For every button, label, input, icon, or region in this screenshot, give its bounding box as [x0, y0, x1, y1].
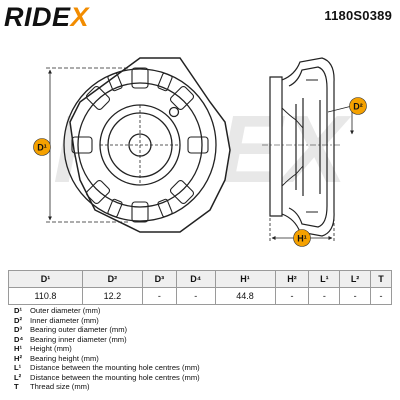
- legend-key: T: [14, 382, 19, 392]
- legend-text: Inner diameter (mm): [30, 315, 99, 325]
- ridex-logo: RIDEX: [4, 2, 89, 32]
- d1-label: D¹: [37, 143, 47, 153]
- legend-item: D⁴ Bearing inner diameter (mm): [14, 335, 394, 345]
- header-cell-d3: D³: [141, 270, 177, 288]
- legend-key: D⁴: [14, 334, 24, 344]
- legend-item: D³ Bearing outer diameter (mm): [14, 325, 394, 335]
- legend-text: Outer diameter (mm): [30, 306, 101, 315]
- legend-key: D³: [14, 325, 23, 335]
- legend-item: T Thread size (mm): [14, 382, 394, 392]
- value-cell-d2: 12.2: [81, 287, 143, 305]
- value-cell-l1: -: [308, 287, 341, 305]
- value-cell-d3: -: [141, 287, 177, 305]
- d2-label: D²: [353, 102, 363, 112]
- legend-key: D¹: [14, 306, 23, 315]
- spec-table-header: D¹ D² D³ D⁴ H¹ H² L¹ L² T: [8, 270, 393, 288]
- legend-key: L²: [14, 372, 22, 382]
- legend-key: L¹: [14, 363, 22, 373]
- value-cell-d4: -: [175, 287, 216, 305]
- header-cell-d4: D⁴: [175, 270, 216, 288]
- legend-text: Distance between the mounting hole centr…: [30, 372, 200, 382]
- legend-text: Bearing height (mm): [30, 353, 99, 363]
- d2-label-box: D²: [349, 97, 367, 115]
- technical-drawing: RIDEX D¹: [33, 57, 367, 247]
- header-cell-h2: H²: [274, 270, 310, 288]
- spec-table: D¹ D² D³ D⁴ H¹ H² L¹ L² T 110.8 12.2 - -…: [8, 270, 393, 305]
- header-cell-t: T: [369, 270, 393, 288]
- legend-item: D² Inner diameter (mm): [14, 316, 394, 326]
- spec-table-values: 110.8 12.2 - - 44.8 - - - -: [8, 287, 393, 305]
- legend-item: D¹ Outer diameter (mm): [14, 306, 394, 316]
- d2-dimension: [327, 105, 354, 135]
- legend-text: Bearing outer diameter (mm): [30, 325, 128, 335]
- header-cell-d2: D²: [81, 270, 143, 288]
- value-cell-l2: -: [339, 287, 371, 305]
- d1-label-box: D¹: [33, 138, 51, 156]
- h1-label: H¹: [297, 234, 307, 244]
- legend-item: L² Distance between the mounting hole cen…: [14, 373, 394, 383]
- value-cell-t: -: [369, 287, 393, 305]
- legend-key: H²: [14, 353, 23, 363]
- legend-key: D²: [14, 315, 23, 325]
- legend-item: H² Bearing height (mm): [14, 354, 394, 364]
- part-number: 1180S0389: [324, 8, 392, 23]
- legend-text: Bearing inner diameter (mm): [30, 334, 127, 344]
- value-cell-d1: 110.8: [8, 287, 83, 305]
- legend-item: H¹ Height (mm): [14, 344, 394, 354]
- logo-text: RIDEX: [4, 2, 90, 32]
- header-cell-l1: L¹: [308, 270, 341, 288]
- header-cell-h1: H¹: [214, 270, 276, 288]
- legend: D¹ Outer diameter (mm) D² Inner diameter (…: [14, 306, 394, 392]
- legend-text: Height (mm): [30, 344, 72, 354]
- header: RIDEX 1180S0389: [0, 0, 400, 34]
- value-cell-h2: -: [274, 287, 310, 305]
- front-view: [63, 57, 231, 233]
- h1-label-box: H¹: [293, 229, 311, 247]
- legend-text: Distance between the mounting hole centr…: [30, 363, 200, 373]
- side-view: [262, 57, 342, 237]
- logo-accent-letter: X: [70, 2, 90, 32]
- value-cell-h1: 44.8: [214, 287, 276, 305]
- legend-item: L¹ Distance between the mounting hole cen…: [14, 363, 394, 373]
- header-cell-l2: L²: [339, 270, 371, 288]
- ribs: [71, 67, 209, 223]
- legend-text: Thread size (mm): [30, 382, 90, 392]
- header-cell-d1: D¹: [8, 270, 83, 288]
- legend-key: H¹: [14, 344, 23, 354]
